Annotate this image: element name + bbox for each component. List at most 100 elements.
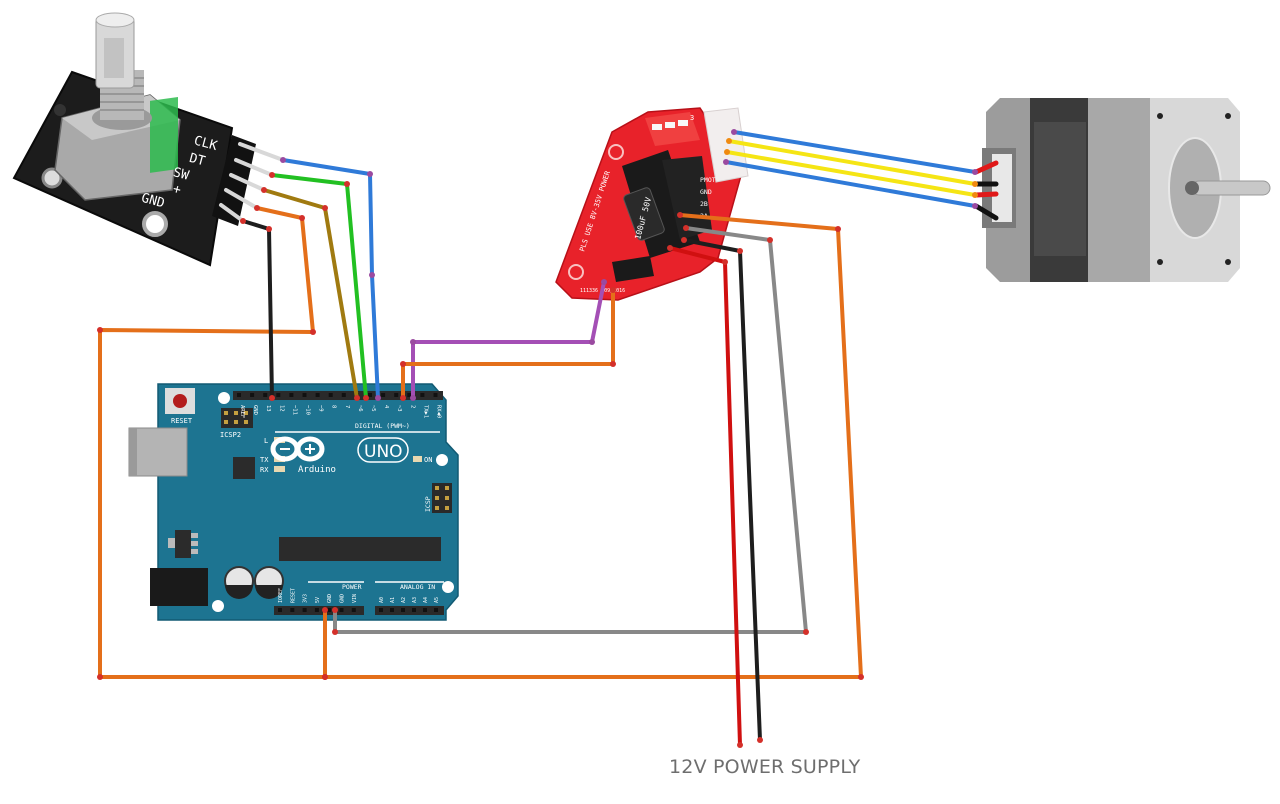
wire-bend-point[interactable] (322, 205, 328, 211)
digital-pin-8[interactable] (328, 393, 333, 397)
wire-bend-point[interactable] (723, 159, 729, 165)
wire-bend-point[interactable] (858, 674, 864, 680)
wire-bend-point[interactable] (737, 742, 743, 748)
wire-bend-point[interactable] (724, 149, 730, 155)
wire-bend-point[interactable] (972, 169, 978, 175)
power-pin-VIN[interactable] (351, 608, 356, 612)
power-pin-GND[interactable] (327, 608, 332, 612)
digital-pin-7[interactable] (341, 393, 346, 397)
digital-pin-13[interactable] (263, 393, 268, 397)
wire-bend-point[interactable] (726, 138, 732, 144)
digital-pin-~11[interactable] (289, 393, 294, 397)
wire-bend-point[interactable] (97, 674, 103, 680)
power-pin-GND[interactable] (339, 608, 344, 612)
wire-bend-point[interactable] (269, 172, 275, 178)
analog-pin-A0[interactable] (379, 608, 383, 612)
analog-pin-A4[interactable] (423, 608, 427, 612)
encoder-green-stripe (150, 96, 178, 173)
wire-bend-point[interactable] (400, 395, 406, 401)
analog-pin-A3[interactable] (412, 608, 416, 612)
wire-bend-point[interactable] (369, 272, 375, 278)
wire-bend-point[interactable] (731, 129, 737, 135)
wire-bend-point[interactable] (400, 361, 406, 367)
wire-bend-point[interactable] (589, 339, 595, 345)
power-supply-caption: 12V POWER SUPPLY (669, 756, 861, 778)
wire-bend-point[interactable] (610, 361, 616, 367)
analog-pin-A5[interactable] (434, 608, 438, 612)
encoder-label-gnd: GND (140, 191, 167, 212)
digital-pin-label: AREF (239, 405, 245, 418)
wire-bend-point[interactable] (266, 226, 272, 232)
wire-bend-point[interactable] (375, 395, 381, 401)
wire-bend-point[interactable] (299, 215, 305, 221)
wire-bend-point[interactable] (757, 737, 763, 743)
wire-bend-point[interactable] (683, 225, 689, 231)
digital-pin-GND[interactable] (250, 393, 255, 397)
driver-pin-label: PMOT (700, 176, 716, 184)
wire-bend-point[interactable] (610, 287, 616, 293)
wire-bend-point[interactable] (344, 181, 350, 187)
wire-bend-point[interactable] (767, 237, 773, 243)
wire-bend-point[interactable] (261, 187, 267, 193)
digital-pin-RX◀0[interactable] (433, 393, 438, 397)
digital-pin-label: GND (252, 405, 258, 415)
wire-bend-point[interactable] (835, 226, 841, 232)
wire-bend-point[interactable] (332, 607, 338, 613)
motor-mid-cap (1088, 98, 1150, 282)
digital-pin-~10[interactable] (302, 393, 307, 397)
analog-pin-label: A3 (412, 597, 418, 603)
digital-pin-12[interactable] (276, 393, 281, 397)
digital-pin-~9[interactable] (315, 393, 320, 397)
wire-bend-point[interactable] (677, 212, 683, 218)
wire-bend-point[interactable] (363, 395, 369, 401)
wire-bend-point[interactable] (354, 395, 360, 401)
power-pin-label: IOREF (278, 588, 284, 603)
digital-pin-4[interactable] (381, 393, 386, 397)
digital-pin-AREF[interactable] (237, 393, 241, 397)
analog-pin-A2[interactable] (401, 608, 405, 612)
wire-bend-point[interactable] (803, 629, 809, 635)
wire-bend-point[interactable] (737, 248, 743, 254)
reset-button-cap[interactable] (173, 394, 187, 408)
wire-bend-point[interactable] (322, 607, 328, 613)
driver-mount-hole (568, 264, 584, 280)
power-pin-RESET[interactable] (290, 608, 295, 612)
digital-pin-TX▶1[interactable] (420, 393, 425, 397)
wire-bend-point[interactable] (972, 192, 978, 198)
wire-bend-point[interactable] (322, 674, 328, 680)
digital-pin-~3[interactable] (394, 393, 399, 397)
led-label-l: L (264, 437, 268, 445)
wire-bend-point[interactable] (972, 203, 978, 209)
wire-bend-point[interactable] (254, 205, 260, 211)
encoder-label-sw: SW (171, 165, 190, 184)
wire-bend-point[interactable] (97, 327, 103, 333)
power-pin-3V3[interactable] (302, 608, 307, 612)
wire-bend-point[interactable] (681, 237, 687, 243)
wire-bend-point[interactable] (972, 181, 978, 187)
analog-pin-A1[interactable] (390, 608, 394, 612)
digital-pin-~5[interactable] (368, 393, 372, 397)
analog-label: ANALOG IN (400, 583, 435, 591)
power-pin-IOREF[interactable] (278, 608, 282, 612)
encoder-label-dt: DT (188, 151, 207, 170)
wire-bend-point[interactable] (269, 395, 275, 401)
wire-bend-point[interactable] (332, 629, 338, 635)
digital-pin-2[interactable] (407, 393, 412, 397)
wire-bend-point[interactable] (667, 245, 673, 251)
digital-pin-label: ~10 (305, 405, 311, 415)
power-pin-5V[interactable] (314, 608, 319, 612)
usb-chip (233, 457, 255, 479)
wire-bend-point[interactable] (310, 329, 316, 335)
wire-bend-point[interactable] (601, 279, 607, 285)
wire-bend-point[interactable] (410, 395, 416, 401)
wire-bend-point[interactable] (722, 259, 728, 265)
control-header (612, 256, 654, 282)
wire-bend-point[interactable] (367, 171, 373, 177)
wire-bend-point[interactable] (280, 157, 286, 163)
encoder-shaft-flat (104, 38, 124, 78)
stepper-driver-board: 3 100uF 50V PLS USE 8V-35V POWER PMOT GN… (555, 107, 749, 301)
wire-bend-point[interactable] (410, 339, 416, 345)
wire-bend-point[interactable] (240, 218, 246, 224)
wire-red (668, 246, 742, 747)
